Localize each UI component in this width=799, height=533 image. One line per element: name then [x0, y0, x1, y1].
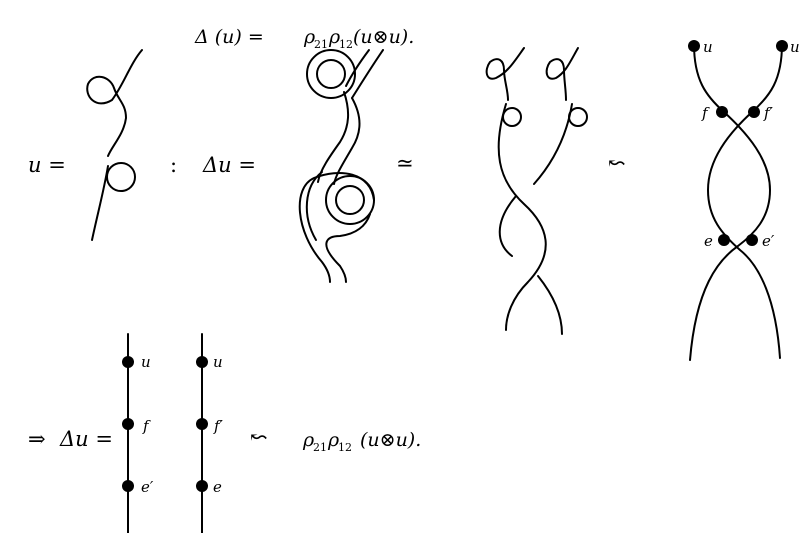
top-formula-rho-2: ρ: [328, 26, 341, 48]
delta-outer-lower-3: [305, 171, 323, 241]
dot-left-u: [122, 356, 134, 368]
right-strand-crossing-b: [498, 195, 517, 257]
dot-right-f-prime: [196, 418, 208, 430]
row2-rho-2: ρ: [327, 429, 340, 451]
delta-outer-lower-2: [325, 213, 371, 283]
row2-delta-u-equals: Δu =: [59, 427, 113, 451]
left-label-u: u: [141, 353, 151, 371]
u-equals-label: u =: [28, 153, 66, 177]
right-label-e: e: [213, 478, 222, 496]
delta-top-curl-outer: [306, 49, 356, 99]
left-label-f: f: [142, 417, 151, 435]
top-formula-rest: (u⊗u).: [353, 26, 414, 48]
two-strand-curl-diagram: [485, 47, 588, 335]
delta-middle-strand-1: [317, 91, 350, 183]
left-mid-curl: [502, 107, 522, 127]
vertical-strands-diagram: u f e′ u f′ e: [122, 333, 224, 533]
delta-top-lead-1: [345, 49, 370, 87]
u-lower-curl: [106, 162, 136, 192]
delta-top-lead-2: [351, 49, 384, 99]
delta-top-curl-inner: [316, 59, 346, 89]
dot-u-left: [688, 40, 700, 52]
dot-e-prime: [746, 234, 758, 246]
label-u-right: u: [790, 38, 799, 56]
row2-rest: (u⊗u).: [360, 429, 421, 451]
colon-separator: :: [170, 153, 177, 177]
dot-right-u: [196, 356, 208, 368]
row2-sub-1: 21: [313, 441, 327, 454]
simeq-symbol: ≃: [396, 151, 414, 175]
row2-sub-2: 12: [338, 441, 352, 454]
right-top-curl: [545, 47, 579, 101]
label-e-prime: e′: [762, 232, 775, 250]
u-strand-diagram: [86, 49, 143, 241]
dot-right-e: [196, 480, 208, 492]
dot-e: [718, 234, 730, 246]
squiggle-arrow-row1: ↜: [608, 151, 626, 175]
right-label-u: u: [213, 353, 223, 371]
right-label-f-prime: f′: [213, 417, 224, 435]
delta-u-doubled-diagram: [298, 49, 384, 283]
crossing-strand-right: [706, 43, 783, 359]
delta-outer-lower-1: [298, 172, 375, 283]
label-u-left: u: [703, 38, 713, 56]
dot-f: [716, 106, 728, 118]
top-formula-sub-1: 21: [314, 38, 328, 51]
u-strand-upper: [86, 49, 143, 157]
delta-middle-strand-2: [333, 97, 361, 185]
squiggle-arrow-row2: ↜: [250, 425, 268, 449]
label-f: f: [701, 104, 710, 122]
top-formula-sub-2: 12: [339, 38, 353, 51]
left-label-e-prime: e′: [141, 478, 154, 496]
right-strand-crossing-a: [533, 103, 573, 185]
row2-formula: ρ 21 ρ 12 (u⊗u).: [302, 429, 421, 454]
implies-arrow: ⇒: [28, 427, 46, 451]
dot-u-right: [776, 40, 788, 52]
label-f-prime: f′: [763, 104, 774, 122]
crossing-strand-left: [689, 43, 772, 361]
dot-f-prime: [748, 106, 760, 118]
top-formula-lhs: Δ (u) =: [194, 26, 264, 48]
u-strand-lower: [91, 165, 109, 241]
row2-rho-1: ρ: [302, 429, 315, 451]
top-formula-rho-1: ρ: [303, 26, 316, 48]
dot-left-f: [122, 418, 134, 430]
labeled-crossing-diagram: u u f f′ e e′: [688, 38, 799, 361]
delta-bottom-curl-inner: [335, 185, 365, 215]
label-e: e: [704, 232, 713, 250]
left-strand-crossing: [497, 103, 547, 331]
right-strand-crossing-c: [537, 275, 563, 335]
dot-left-e-prime: [122, 480, 134, 492]
top-formula: Δ (u) = ρ 21 ρ 12 (u⊗u).: [194, 26, 414, 51]
delta-u-equals-label: Δu =: [202, 153, 256, 177]
left-top-curl: [485, 47, 525, 101]
